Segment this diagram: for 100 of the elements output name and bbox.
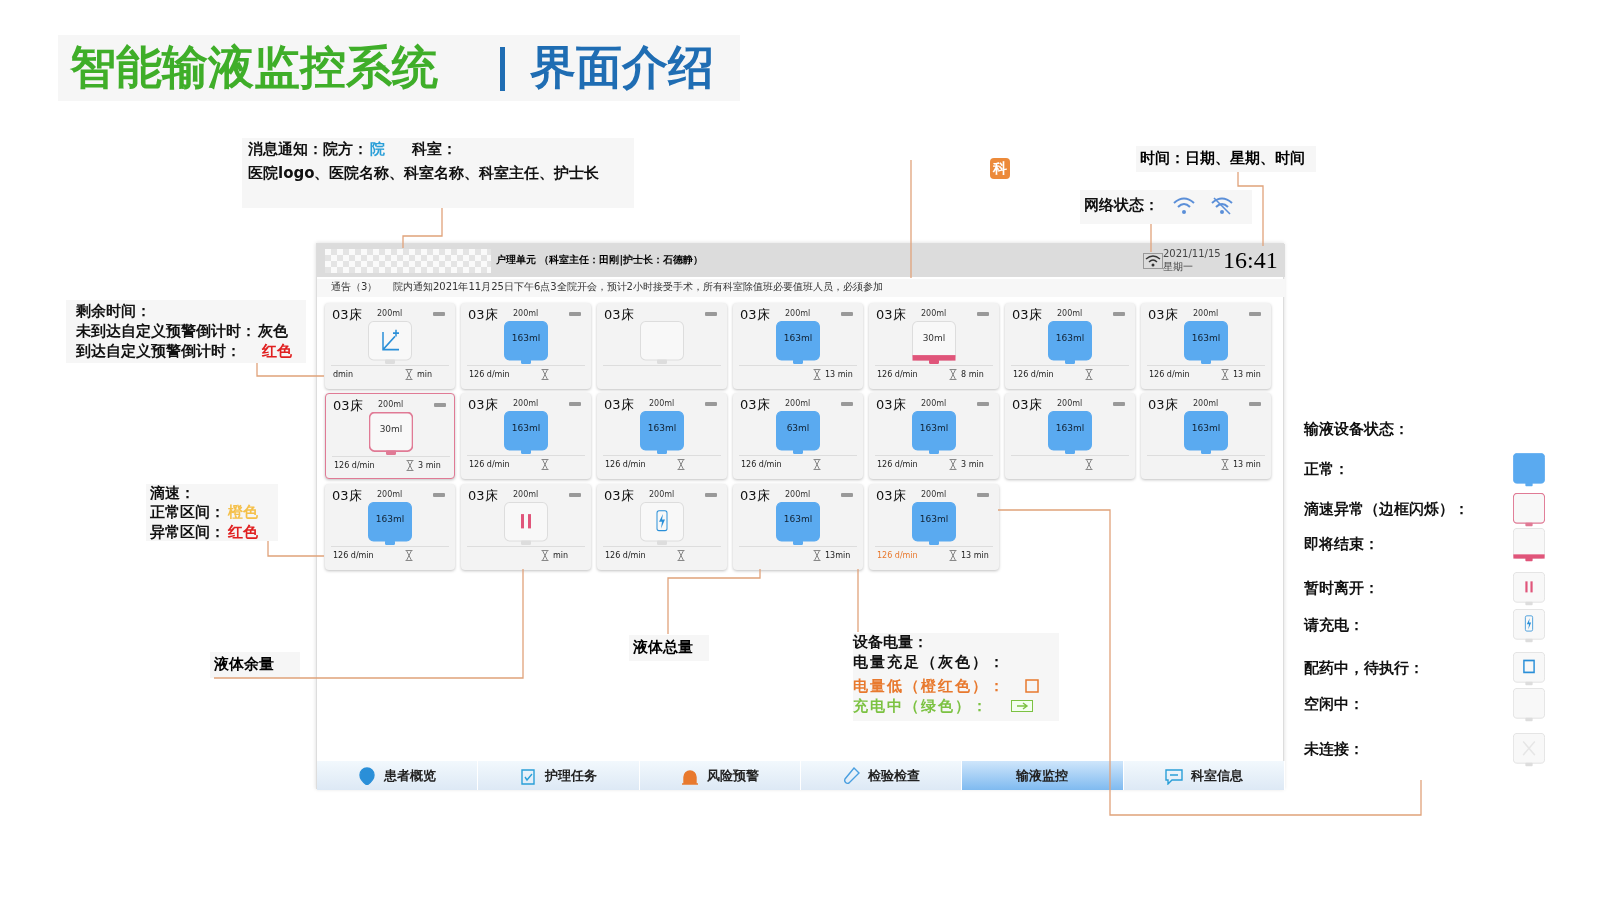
drip-rate: 126 d/min <box>469 460 510 470</box>
bed-card <box>325 303 455 389</box>
bed-card <box>733 303 863 389</box>
time-remaining: min <box>553 551 569 561</box>
volume-label: 200ml <box>1193 309 1219 319</box>
remaining-volume: 163ml <box>1054 423 1086 434</box>
bed-number: 03床 <box>604 488 634 504</box>
leader-line <box>910 159 912 279</box>
time-remaining: 13 min <box>825 370 853 380</box>
annotation-text: 未到达自定义预警倒计时： <box>76 322 256 340</box>
annotation-text: 正常区间： <box>150 503 225 521</box>
drip-rate: 126 d/min <box>469 370 510 380</box>
bed-card <box>1141 303 1271 389</box>
bed-number: 03床 <box>468 397 498 413</box>
drip-rate: 126 d/min <box>877 460 918 470</box>
remaining-volume: 163ml <box>374 514 406 525</box>
bed-number: 03床 <box>1012 397 1042 413</box>
bed-number: 03床 <box>468 488 498 504</box>
annotation-heading: 滴速： <box>150 484 195 502</box>
leader-line <box>256 362 325 377</box>
annotation-label: 液体余量 <box>210 652 300 678</box>
bed-card <box>1005 393 1135 479</box>
screen-frame <box>316 243 1284 789</box>
nav-tab: 风险预警 <box>639 761 801 790</box>
bed-number: 03床 <box>876 307 906 323</box>
header-bar <box>317 244 1285 277</box>
volume-label: 200ml <box>377 490 403 500</box>
status-text: 请充电： <box>1304 616 1364 634</box>
drip-rate: 126 d/min <box>605 551 646 561</box>
notice-title: 通告（3） <box>331 281 378 293</box>
bed-number: 03床 <box>876 488 906 504</box>
volume-label: 200ml <box>1057 399 1083 409</box>
annotation-text: 科室： <box>412 140 457 158</box>
volume-label: 200ml <box>785 309 811 319</box>
leader-line <box>1150 223 1152 253</box>
remaining-volume: 163ml <box>646 423 678 434</box>
remaining-volume: 163ml <box>1190 423 1222 434</box>
bed-card <box>869 484 999 570</box>
time-remaining: 13 min <box>1233 370 1261 380</box>
time-remaining: 13 min <box>1233 460 1261 470</box>
drip-rate: dmin <box>333 370 354 380</box>
picture-shape <box>1143 253 1163 269</box>
remaining-volume: 163ml <box>510 333 542 344</box>
annotation-text: 医院logo、医院名称、科室名称、科室主任、护士长 <box>248 164 600 182</box>
remaining-volume: 30ml <box>378 424 404 435</box>
remaining-volume: 30ml <box>921 333 947 344</box>
bed-number: 03床 <box>1012 307 1042 323</box>
bed-number: 03床 <box>468 307 498 323</box>
leader-line <box>267 540 325 557</box>
annotation-text: 红色 <box>228 523 258 541</box>
remaining-volume: 163ml <box>918 514 950 525</box>
time-remaining: 13 min <box>961 551 989 561</box>
bed-number: 03床 <box>1148 307 1178 323</box>
bed-number: 03床 <box>876 397 906 413</box>
bed-card <box>1141 393 1271 479</box>
annotation-text: 消息通知：院方： <box>248 140 368 158</box>
annotation-text: 橙色 <box>228 503 258 521</box>
bed-number: 03床 <box>333 398 363 414</box>
leader-line <box>997 509 1422 816</box>
remaining-volume: 163ml <box>1054 333 1086 344</box>
bed-card <box>597 303 727 389</box>
checkered-placeholder <box>325 249 491 273</box>
time-remaining: 3 min <box>418 461 441 471</box>
volume-label: 200ml <box>378 400 404 410</box>
volume-label: 200ml <box>377 309 403 319</box>
annotation-text: 院 <box>370 140 385 158</box>
annotation-heading: 剩余时间： <box>76 302 151 320</box>
status-text: 正常： <box>1304 460 1349 478</box>
volume-label: 200ml <box>1193 399 1219 409</box>
unit-title: 户理单元 （科室主任：田刚|护士长：石德静） <box>496 254 704 266</box>
department-badge: 科 <box>990 158 1010 179</box>
annotation-text: 电量充足（灰色）： <box>853 653 1006 671</box>
drip-rate: 126 d/min <box>1013 370 1054 380</box>
bed-number: 03床 <box>1148 397 1178 413</box>
volume-label: 200ml <box>513 399 539 409</box>
volume-label: 200ml <box>921 490 947 500</box>
leader-line <box>402 207 443 249</box>
leader-line <box>857 568 859 633</box>
time-remaining: 8 min <box>961 370 984 380</box>
status-heading: 输液设备状态： <box>1304 420 1409 438</box>
drip-rate: 126 d/min <box>333 551 374 561</box>
date-text: 星期一 <box>1163 261 1193 273</box>
bed-card <box>325 393 455 479</box>
leader-line <box>667 568 761 635</box>
bed-card <box>461 484 591 570</box>
volume-label: 200ml <box>785 399 811 409</box>
annotation-text: 到达自定义预警倒计时： <box>76 342 241 360</box>
bed-number: 03床 <box>332 307 362 323</box>
volume-label: 200ml <box>649 490 675 500</box>
bed-card <box>461 303 591 389</box>
status-text: 配药中，待执行： <box>1304 659 1424 677</box>
annotation-label: 液体总量 <box>629 635 709 661</box>
annotation-text: 红色 <box>262 342 292 360</box>
notice-text: 院内通知2021年11月25日下午6点3全院开会，预计2小时接受手术，所有科室除值班必要值班人员，必须参加 <box>393 281 883 293</box>
drip-rate: 126 d/min <box>334 461 375 471</box>
bed-card <box>325 484 455 570</box>
page-subtitle: 界面介绍 <box>530 40 714 96</box>
page-title: 智能输液监控系统 <box>70 40 438 96</box>
bed-card <box>869 393 999 479</box>
leader-line <box>213 568 524 679</box>
